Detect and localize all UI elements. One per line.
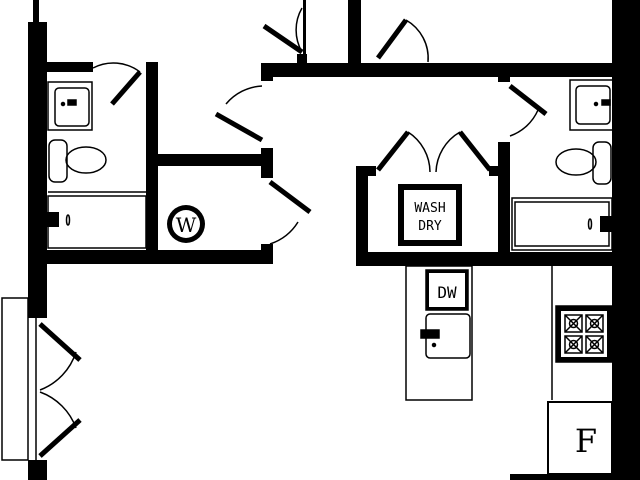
dishwasher: DW — [425, 269, 469, 311]
wall-laundry-top-jamb-b — [489, 166, 500, 176]
water-heater: W — [167, 205, 205, 243]
wall-laundry-left — [356, 166, 368, 264]
kitchen-counter-right: F — [547, 266, 613, 475]
door-exterior-left-b[interactable] — [38, 391, 82, 458]
wall-right-bath-left — [498, 142, 510, 264]
wall-laundry-top-jamb-a — [363, 166, 376, 176]
jamb-top-b — [303, 0, 306, 58]
wall-laundry-bottom — [356, 252, 612, 266]
stove-burners — [564, 314, 604, 354]
right-bath-tub — [511, 197, 613, 251]
wall-bottom-right — [510, 474, 612, 480]
left-bath-tub — [47, 191, 147, 249]
washer-label: WASH — [414, 201, 445, 216]
door-right-bath[interactable] — [508, 84, 548, 137]
kitchen-island: DW — [405, 265, 473, 401]
left-bath-sink — [47, 81, 93, 131]
wall-hall-top — [261, 63, 617, 77]
wall-closet-right-a — [261, 148, 273, 178]
wall-closet-right-b — [261, 244, 273, 264]
wall-left-bottom — [47, 250, 273, 264]
walls — [28, 0, 640, 480]
wall-closet-top — [158, 154, 266, 166]
door-hall-left[interactable] — [214, 85, 264, 143]
door-left-bath[interactable] — [92, 62, 142, 106]
wall-left-exterior-lower — [28, 460, 47, 480]
kitchen-sink — [420, 313, 471, 359]
wall-right-bath-left-top — [498, 70, 510, 82]
door-top-left[interactable] — [262, 7, 304, 55]
door-closet[interactable] — [268, 180, 312, 245]
wall-left-bath-right — [146, 62, 158, 262]
exterior-door-frame — [1, 297, 29, 461]
wall-left-stub-top — [33, 0, 39, 22]
wall-top-divider — [348, 0, 361, 66]
jamb-top-a — [297, 54, 307, 64]
door-laundry-right[interactable] — [435, 130, 492, 173]
right-bath-toilet — [555, 141, 612, 185]
doors — [38, 7, 548, 458]
water-heater-label: W — [176, 213, 197, 237]
wall-hall-left-top — [261, 63, 273, 81]
door-exterior-left-a[interactable] — [38, 322, 82, 391]
fridge: F — [547, 401, 613, 475]
door-top-right[interactable] — [375, 18, 429, 63]
stove — [555, 305, 613, 363]
right-bath-sink — [569, 79, 615, 131]
left-bath-toilet — [48, 139, 107, 183]
wall-left-bath-top — [47, 62, 93, 72]
dishwasher-label: DW — [437, 283, 457, 302]
wall-right-exterior — [612, 0, 640, 480]
fridge-label: F — [575, 422, 597, 460]
wall-left-exterior — [28, 22, 47, 318]
washer-dryer: WASH DRY — [398, 184, 462, 246]
door-laundry-left[interactable] — [376, 130, 431, 173]
dryer-label: DRY — [418, 219, 442, 234]
